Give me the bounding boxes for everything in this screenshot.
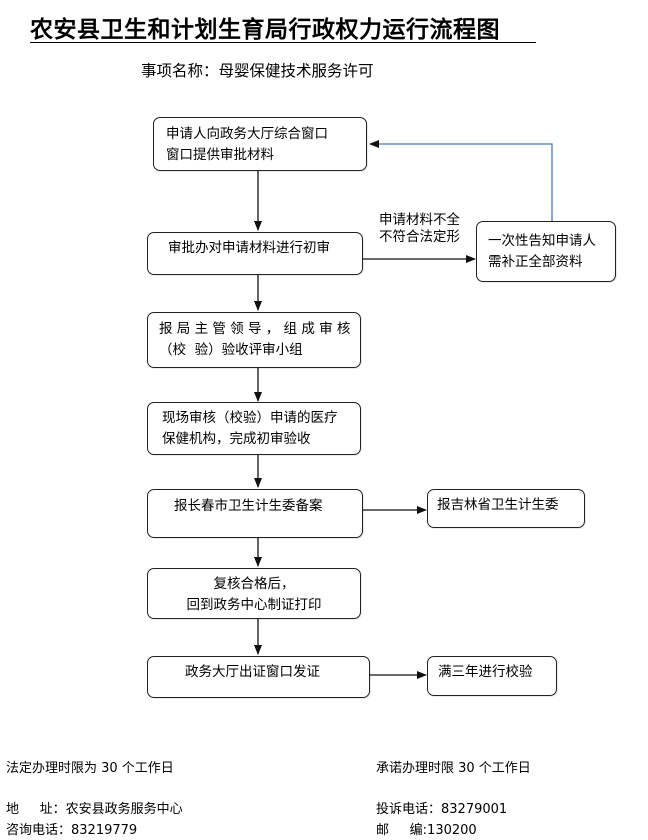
side-report-province-label: 报吉林省卫生计生委	[437, 497, 559, 513]
step-file-city: 报长春市卫生计生委备案	[147, 489, 363, 538]
promised-time-limit: 承诺办理时限 30 个工作日	[376, 761, 531, 776]
step-site-review: 现场审核（校验）申请的医疗 保健机构，完成初审验收	[147, 402, 361, 455]
step-apply-line-2: 窗口提供审批材料	[166, 147, 274, 163]
side-notify-line-2: 需补正全部资料	[488, 254, 583, 270]
incomplete-note-line-1: 申请材料不全	[379, 212, 460, 228]
step-file-city-label: 报长春市卫生计生委备案	[174, 498, 323, 514]
step-report-leader-line-1: 报 局 主 管 领 导 ， 组 成 审 核	[159, 321, 351, 337]
page-title: 农安县卫生和计划生育局行政权力运行流程图	[30, 16, 500, 43]
side-revalidate: 满三年进行校验	[427, 656, 557, 696]
side-report-province: 报吉林省卫生计生委	[427, 489, 585, 528]
step-apply: 申请人向政务大厅综合窗口 窗口提供审批材料	[153, 117, 367, 171]
legal-time-limit: 法定办理时限为 30 个工作日	[6, 761, 174, 776]
arrow-notify-back-to-apply	[369, 140, 553, 221]
side-revalidate-label: 满三年进行校验	[438, 664, 533, 680]
address: 地 址：农安县政务服务中心	[6, 802, 183, 817]
step-report-leader-line-2: （校 验）验收评审小组	[159, 342, 303, 358]
step-issue: 政务大厅出证窗口发证	[147, 656, 370, 698]
step-issue-label: 政务大厅出证窗口发证	[185, 664, 320, 680]
step-report-leader: 报 局 主 管 领 导 ， 组 成 审 核 （校 验）验收评审小组	[147, 312, 361, 368]
incomplete-materials-note: 申请材料不全 不符合法定形	[379, 212, 460, 246]
step-site-review-line-2: 保健机构，完成初审验收	[162, 431, 311, 447]
complaint-phone: 投诉电话：83279001	[376, 802, 508, 817]
item-name: 事项名称：母婴保健技术服务许可	[141, 62, 374, 80]
step-site-review-line-1: 现场审核（校验）申请的医疗	[162, 410, 338, 426]
step-apply-line-1: 申请人向政务大厅综合窗口	[166, 126, 328, 142]
postcode: 邮 编:130200	[376, 823, 477, 838]
step-recheck: 复核合格后， 回到政务中心制证打印	[147, 568, 361, 619]
step-recheck-line-2: 回到政务中心制证打印	[186, 597, 322, 613]
incomplete-note-line-2: 不符合法定形	[379, 229, 460, 245]
step-initial-review: 审批办对申请材料进行初审	[147, 232, 363, 275]
side-notify-line-1: 一次性告知申请人	[488, 233, 596, 249]
side-notify-applicant: 一次性告知申请人 需补正全部资料	[476, 221, 616, 282]
title-underline	[30, 42, 536, 43]
step-recheck-line-1: 复核合格后，	[213, 576, 295, 592]
step-initial-review-label: 审批办对申请材料进行初审	[168, 240, 330, 256]
consult-phone: 咨询电话：83219779	[6, 823, 138, 838]
